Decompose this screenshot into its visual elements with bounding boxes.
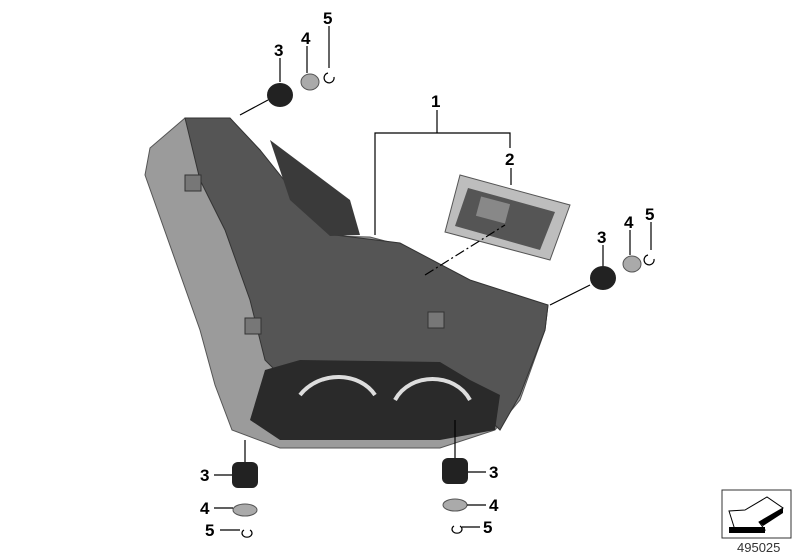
callout-br-clip[interactable]: 5 <box>483 518 492 537</box>
callout-bl-washer[interactable]: 4 <box>200 499 210 518</box>
callout-top-clip[interactable]: 5 <box>323 9 332 28</box>
callout-right-clip[interactable]: 5 <box>645 205 654 224</box>
headlight-assembly[interactable] <box>144 117 549 449</box>
callout-control-unit[interactable]: 2 <box>505 150 514 169</box>
callout-top-washer[interactable]: 4 <box>301 29 311 48</box>
callout-br-washer[interactable]: 4 <box>489 496 499 515</box>
callout-bl-clip[interactable]: 5 <box>205 521 214 540</box>
bottom-left-mount-parts[interactable] <box>232 440 258 538</box>
right-mount-parts[interactable] <box>549 254 655 306</box>
bottom-right-mount-parts[interactable] <box>442 420 468 534</box>
callout-bl-rubber-mount[interactable]: 3 <box>200 466 209 485</box>
callout-lines <box>214 26 652 531</box>
callout-br-rubber-mount[interactable]: 3 <box>489 463 498 482</box>
top-mount-parts[interactable] <box>239 72 335 116</box>
callout-headlight-assembly[interactable]: 1 <box>431 92 440 111</box>
callout-right-rubber-mount[interactable]: 3 <box>597 228 606 247</box>
leader-line <box>424 224 506 276</box>
callout-top-rubber-mount[interactable]: 3 <box>274 41 283 60</box>
control-unit[interactable] <box>444 174 571 261</box>
arrow-back-icon[interactable] <box>721 489 792 539</box>
callout-right-washer[interactable]: 4 <box>624 213 634 232</box>
reference-number: 495025 <box>737 540 780 555</box>
